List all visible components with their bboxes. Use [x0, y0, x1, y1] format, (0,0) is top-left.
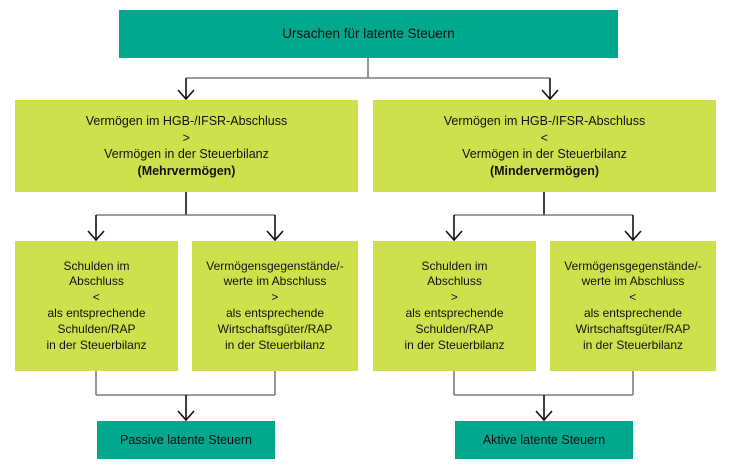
- node-mindervermoegen-line1: Vermögen im HGB-/IFSR-Abschluss: [443, 114, 646, 128]
- node-schulden-groesser-line4: Schulden/RAP: [415, 321, 494, 336]
- arrowhead-passive: [177, 410, 195, 422]
- node-vermoegen-kleiner: Vermögensgegenstände/- werte im Abschlus…: [550, 241, 716, 371]
- node-schulden-kleiner-line4: Schulden/RAP: [57, 321, 136, 336]
- arrowhead-root-to-minder: [541, 89, 559, 101]
- node-mindervermoegen-line2: Vermögen in der Steuerbilanz: [462, 147, 627, 161]
- node-schulden-kleiner: Schulden im Abschluss < als entsprechend…: [15, 241, 178, 371]
- arrowhead-minder-to-l2c: [445, 230, 463, 242]
- node-mehrvermoegen: Vermögen im HGB-/IFSR-Abschluss > Vermög…: [15, 100, 358, 192]
- node-vermoegen-groesser-line4: Wirtschaftsgüter/RAP: [217, 321, 333, 336]
- node-schulden-groesser-line5: in der Steuerbilanz: [404, 337, 505, 352]
- node-schulden-kleiner-line1: Schulden im: [63, 258, 130, 273]
- node-vermoegen-groesser: Vermögensgegenstände/- werte im Abschlus…: [192, 241, 358, 371]
- node-mehrvermoegen-line1: Vermögen im HGB-/IFSR-Abschluss: [85, 114, 288, 128]
- arrowhead-mehr-to-l2a: [87, 230, 105, 242]
- node-vermoegen-groesser-line5: in der Steuerbilanz: [224, 337, 326, 352]
- node-schulden-groesser-line1: Schulden im: [421, 258, 488, 273]
- node-mehrvermoegen-line3: (Mehrvermögen): [137, 163, 236, 178]
- node-schulden-groesser-operator: >: [450, 290, 459, 305]
- node-mindervermoegen-operator: <: [540, 130, 549, 145]
- node-mindervermoegen: Vermögen im HGB-/IFSR-Abschluss < Vermög…: [373, 100, 716, 192]
- arrowhead-aktive: [535, 410, 553, 422]
- node-schulden-kleiner-operator: <: [92, 290, 101, 305]
- node-passive-latente-steuern: Passive latente Steuern: [97, 421, 275, 459]
- node-vermoegen-kleiner-line3: als entsprechende: [583, 306, 683, 320]
- node-vermoegen-kleiner-line1: Vermögensgegenstände/-: [564, 258, 702, 273]
- node-root-ursachen: Ursachen für latente Steuern: [119, 10, 618, 58]
- node-mehrvermoegen-operator: >: [182, 130, 191, 145]
- node-schulden-kleiner-line5: in der Steuerbilanz: [46, 337, 147, 352]
- node-vermoegen-groesser-line2: werte im Abschluss: [223, 274, 327, 289]
- arrowhead-root-to-mehr: [177, 89, 195, 101]
- node-vermoegen-groesser-line3: als entsprechende: [225, 306, 325, 320]
- node-root-label: Ursachen für latente Steuern: [282, 26, 455, 42]
- node-schulden-groesser: Schulden im Abschluss > als entsprechend…: [373, 241, 536, 371]
- node-mehrvermoegen-line2: Vermögen in der Steuerbilanz: [104, 147, 269, 161]
- node-schulden-groesser-line3: als entsprechende: [405, 306, 504, 320]
- node-vermoegen-kleiner-line4: Wirtschaftsgüter/RAP: [575, 321, 691, 336]
- node-vermoegen-groesser-operator: >: [271, 290, 279, 305]
- node-schulden-kleiner-line2: Abschluss: [69, 274, 124, 289]
- arrowhead-mehr-to-l2b: [266, 230, 284, 242]
- node-mindervermoegen-line3: (Mindervermögen): [489, 163, 600, 178]
- node-aktive-label: Aktive latente Steuern: [482, 432, 606, 447]
- node-aktive-latente-steuern: Aktive latente Steuern: [455, 421, 633, 459]
- arrowhead-minder-to-l2d: [624, 230, 642, 242]
- node-vermoegen-groesser-line1: Vermögensgegenstände/-: [206, 258, 344, 273]
- node-vermoegen-kleiner-line2: werte im Abschluss: [581, 274, 685, 289]
- node-vermoegen-kleiner-line5: in der Steuerbilanz: [582, 337, 684, 352]
- node-schulden-groesser-line2: Abschluss: [427, 274, 482, 289]
- node-passive-label: Passive latente Steuern: [119, 432, 253, 447]
- node-vermoegen-kleiner-operator: <: [629, 290, 637, 305]
- node-schulden-kleiner-line3: als entsprechende: [47, 306, 146, 320]
